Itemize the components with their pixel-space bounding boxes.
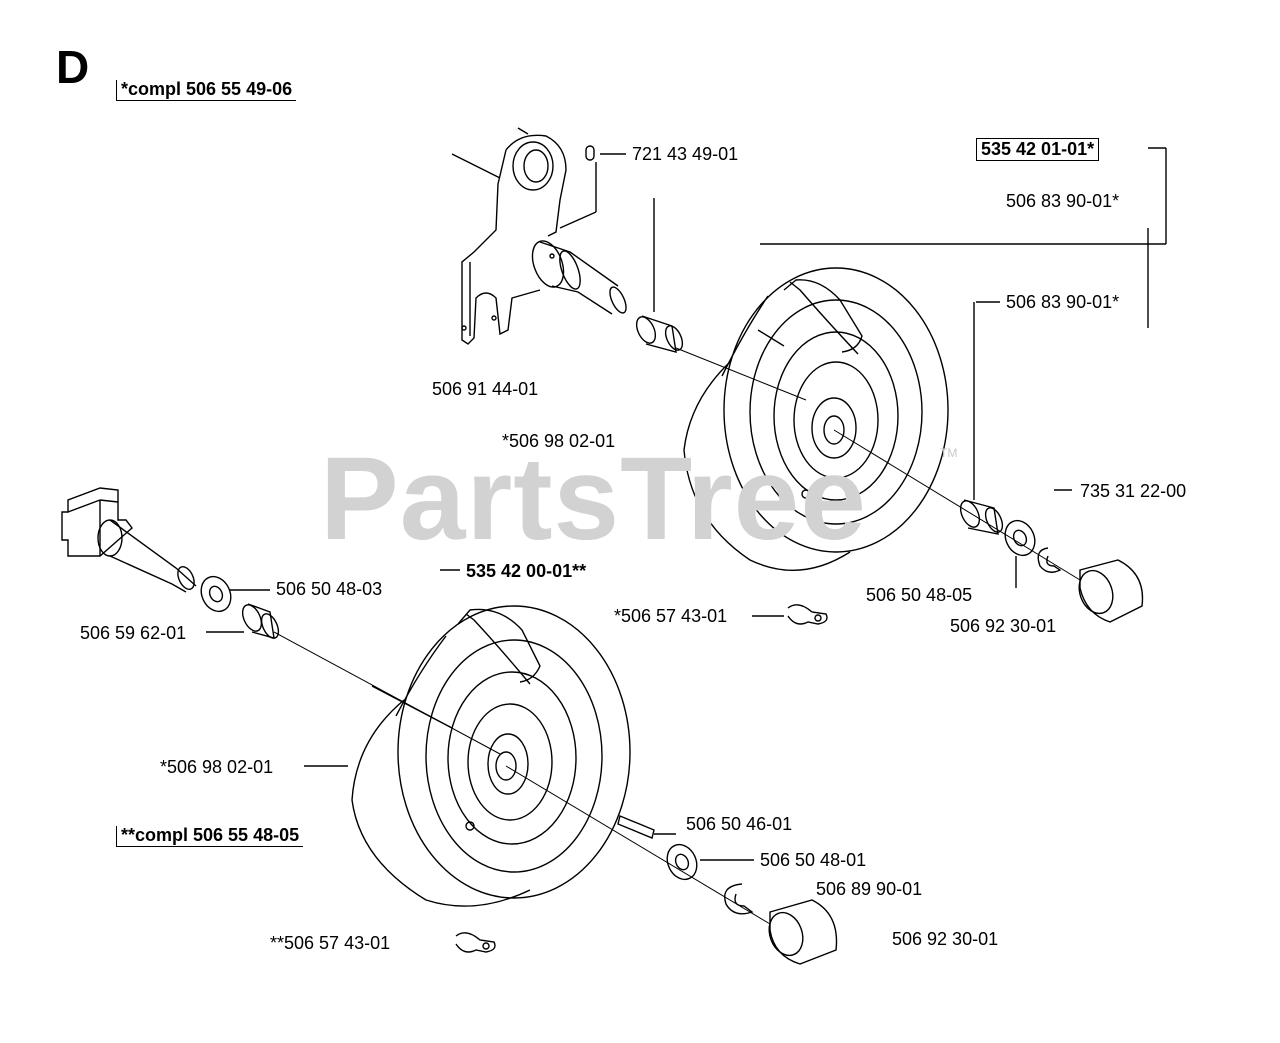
- washer-right: [1004, 519, 1036, 588]
- key-part: [617, 815, 676, 839]
- label-506-98-02-01-bot: *506 98 02-01: [160, 757, 274, 777]
- label-506-50-48-01: 506 50 48-01: [760, 850, 867, 870]
- cap-right: [1078, 559, 1144, 623]
- bracket-arm: [451, 127, 627, 345]
- label-506-50-48-03: 506 50 48-03: [276, 579, 383, 599]
- label-compl-single: *compl 506 55 49-06: [116, 80, 297, 101]
- wheel-top: [683, 267, 949, 571]
- label-506-89-90-01: 506 89 90-01: [816, 879, 923, 899]
- wheel-bottom: [351, 605, 631, 907]
- clip-lower: [455, 932, 496, 953]
- watermark-tm: TM: [940, 446, 958, 460]
- bushing-right: [959, 302, 1004, 535]
- label-506-59-62-01: 506 59 62-01: [80, 623, 187, 643]
- label-506-92-30-01-top: 506 92 30-01: [950, 616, 1057, 636]
- washer-left: [200, 575, 232, 613]
- label-506-83-90-01-a: 506 83 90-01*: [1006, 191, 1120, 211]
- shaft-housing: [61, 487, 197, 593]
- bushing-left: [241, 603, 280, 639]
- label-compl-double: **compl 506 55 48-05: [116, 826, 304, 847]
- label-735-31-22-00: 735 31 22-00: [1080, 481, 1187, 501]
- label-506-92-30-01-bot: 506 92 30-01: [892, 929, 999, 949]
- watermark-logo: PartsTree: [320, 433, 867, 565]
- clip-right: [1037, 547, 1062, 573]
- washer-bottom: [666, 843, 698, 881]
- label-506-91-44-01: 506 91 44-01: [432, 379, 539, 399]
- section-letter: D: [56, 41, 90, 93]
- label-506-83-90-01-b: 506 83 90-01*: [1006, 292, 1120, 312]
- label-506-98-02-01-top: *506 98 02-01: [502, 431, 616, 451]
- label-506-57-43-01-bot: **506 57 43-01: [270, 933, 391, 953]
- clip-mid: [787, 604, 828, 625]
- bushing-top: [635, 198, 684, 353]
- label-506-50-48-05: 506 50 48-05: [866, 585, 973, 605]
- label-506-50-46-01: 506 50 46-01: [686, 814, 793, 834]
- label-535-42-00-01: 535 42 00-01**: [466, 561, 587, 581]
- label-535-42-01-01: 535 42 01-01*: [976, 138, 1100, 161]
- label-506-57-43-01-mid: *506 57 43-01: [614, 606, 728, 626]
- label-721-43-49-01: 721 43 49-01: [632, 144, 739, 164]
- pin-part: [559, 145, 597, 229]
- cap-bottom: [768, 899, 838, 965]
